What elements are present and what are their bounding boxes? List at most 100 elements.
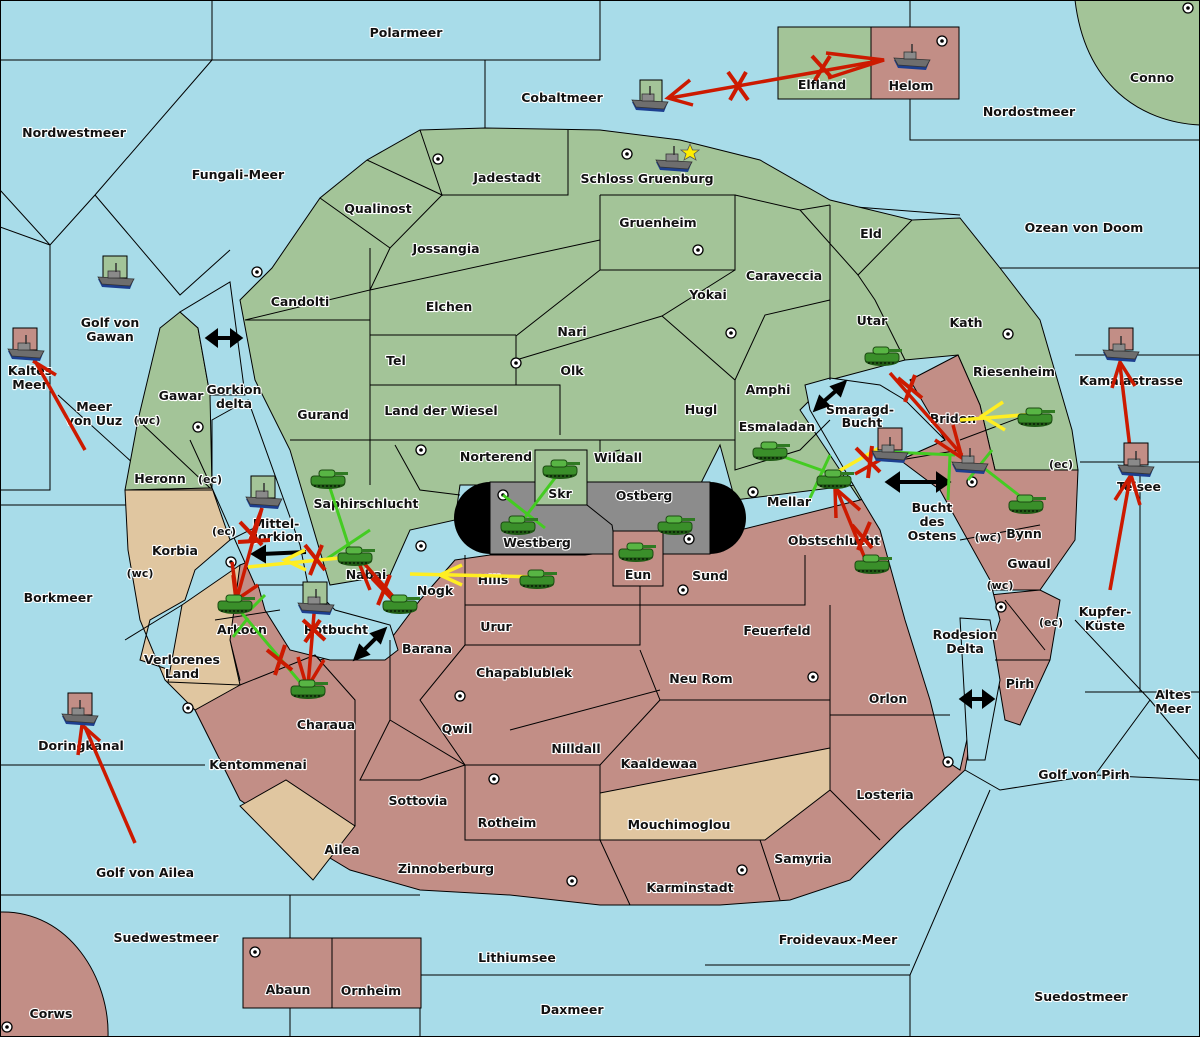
label-gwaul-wc: (wc) xyxy=(987,579,1014,592)
fleet-smaragd-bucht[interactable] xyxy=(871,427,909,464)
label-qwil: Qwil xyxy=(442,721,473,736)
fleet-golf-von-gawan[interactable] xyxy=(97,255,135,290)
fleet-cobaltmeer[interactable] xyxy=(631,79,669,113)
passage-arrows xyxy=(204,328,996,709)
label-altes-meer-1: Altes xyxy=(1155,687,1191,702)
label-helom: Helom xyxy=(889,78,934,93)
label-kath: Kath xyxy=(950,315,983,330)
supply-center-icon xyxy=(415,540,427,552)
label-smaragd-bucht-1: Smaragd- xyxy=(826,402,894,417)
fleet-teisee[interactable] xyxy=(1117,442,1155,478)
label-caraveccia: Caraveccia xyxy=(746,268,822,283)
label-korbia-ec: (ec) xyxy=(212,525,236,538)
label-golf-von-ailea: Golf von Ailea xyxy=(96,865,194,880)
label-schloss-gruenburg: Schloss Gruenburg xyxy=(580,171,713,186)
supply-center-icon xyxy=(736,864,748,876)
support-orders xyxy=(231,449,1026,689)
label-lithiumsee: Lithiumsee xyxy=(478,950,556,965)
label-korbia-wc: (wc) xyxy=(127,567,154,580)
supply-center-icon xyxy=(432,153,444,165)
label-westberg: Westberg xyxy=(503,535,571,550)
fleet-kamalastrasse[interactable] xyxy=(1102,327,1140,363)
cross-icon xyxy=(301,618,327,644)
label-gawar-wc: (wc) xyxy=(134,414,161,427)
label-eun: Eun xyxy=(625,567,651,582)
supply-center-icon xyxy=(488,773,500,785)
cross-icon xyxy=(265,644,294,676)
label-nari: Nari xyxy=(557,324,586,339)
label-cobaltmeer: Cobaltmeer xyxy=(521,90,603,105)
label-bucht-des-ostens-2: des xyxy=(920,514,945,529)
label-sottovia: Sottovia xyxy=(389,793,448,808)
neutral-territories xyxy=(124,487,831,881)
label-gurand: Gurand xyxy=(297,407,349,422)
fleet-schloss-gruenburg[interactable] xyxy=(655,142,701,173)
label-barana: Barana xyxy=(402,641,452,656)
label-bridon-ec: (ec) xyxy=(1049,458,1073,471)
supply-center-icon xyxy=(415,444,427,456)
label-ostberg: Ostberg xyxy=(616,488,673,503)
cross-icon xyxy=(726,70,750,102)
label-smaragd-bucht-2: Bucht xyxy=(842,415,883,430)
label-bucht-des-ostens-1: Bucht xyxy=(912,500,953,515)
cross-icon xyxy=(854,445,882,479)
label-gawar: Gawar xyxy=(159,388,205,403)
label-pirh: Pirh xyxy=(1006,676,1035,691)
label-golf-von-gawan-1: Golf von xyxy=(81,315,140,330)
label-mouchimoglou: Mouchimoglou xyxy=(628,817,731,832)
label-corws: Corws xyxy=(30,1006,73,1021)
label-kaltes-meer-2: Meer xyxy=(12,377,48,392)
double-arrow-icon xyxy=(812,379,848,413)
label-nogk: Nogk xyxy=(417,583,454,598)
label-golf-von-gawan-2: Gawan xyxy=(86,329,134,344)
label-olk: Olk xyxy=(560,363,584,378)
label-mittelgorkion-1: Mittel- xyxy=(253,516,300,531)
label-feuerfeld: Feuerfeld xyxy=(743,623,810,638)
label-korbia: Korbia xyxy=(152,543,198,558)
supply-center-icon xyxy=(1002,328,1014,340)
supply-center-icon xyxy=(1,1021,13,1033)
label-suedostmeer: Suedostmeer xyxy=(1034,989,1128,1004)
label-bridon: Bridon xyxy=(930,411,976,426)
green-landmass xyxy=(124,0,1200,586)
label-skr: Skr xyxy=(548,486,572,501)
label-zinnoberburg: Zinnoberburg xyxy=(398,861,494,876)
label-charaua: Charaua xyxy=(297,717,355,732)
cross-icon xyxy=(896,374,924,403)
label-rotheim: Rotheim xyxy=(478,815,537,830)
label-borkmeer: Borkmeer xyxy=(24,590,94,605)
province-borders xyxy=(124,129,1050,1008)
label-elfland: Elfland xyxy=(798,77,846,92)
label-verlorenes-land-2: Land xyxy=(165,666,199,681)
label-jossangia: Jossangia xyxy=(411,241,479,256)
fleet-rotbucht[interactable] xyxy=(297,581,335,616)
label-froidevaux-meer: Froidevaux-Meer xyxy=(779,932,898,947)
label-jadestadt: Jadestadt xyxy=(472,170,540,185)
cross-icon xyxy=(237,520,271,547)
label-riesenheim: Riesenheim xyxy=(973,364,1055,379)
cross-icon xyxy=(850,521,874,551)
label-gorkion-delta-1: Gorkion xyxy=(206,382,261,397)
label-polarmeer: Polarmeer xyxy=(370,25,444,40)
supply-center-icon xyxy=(683,533,695,545)
supply-center-icon xyxy=(251,266,263,278)
double-arrow-icon xyxy=(204,328,244,348)
fleet-kaltes-meer[interactable] xyxy=(7,327,45,362)
label-gruenheim: Gruenheim xyxy=(619,215,696,230)
label-urur: Urur xyxy=(480,619,512,634)
label-orlon: Orlon xyxy=(869,691,908,706)
label-qualinost: Qualinost xyxy=(344,201,411,216)
star-icon xyxy=(679,142,701,161)
label-candolti: Candolti xyxy=(271,294,330,309)
fleet-mittelgorkion[interactable] xyxy=(245,475,283,510)
label-meer-von-uuz-2: von Uuz xyxy=(66,413,122,428)
label-kupfer-kueste-1: Kupfer- xyxy=(1079,604,1132,619)
label-heronn-ec: (ec) xyxy=(198,473,222,486)
label-mellar: Mellar xyxy=(767,494,812,509)
fleet-doringkanal[interactable] xyxy=(61,692,99,727)
supply-center-icon xyxy=(807,671,819,683)
cross-icon xyxy=(303,543,327,576)
label-norterend: Norterend xyxy=(460,449,532,464)
label-nordostmeer: Nordostmeer xyxy=(983,104,1076,119)
